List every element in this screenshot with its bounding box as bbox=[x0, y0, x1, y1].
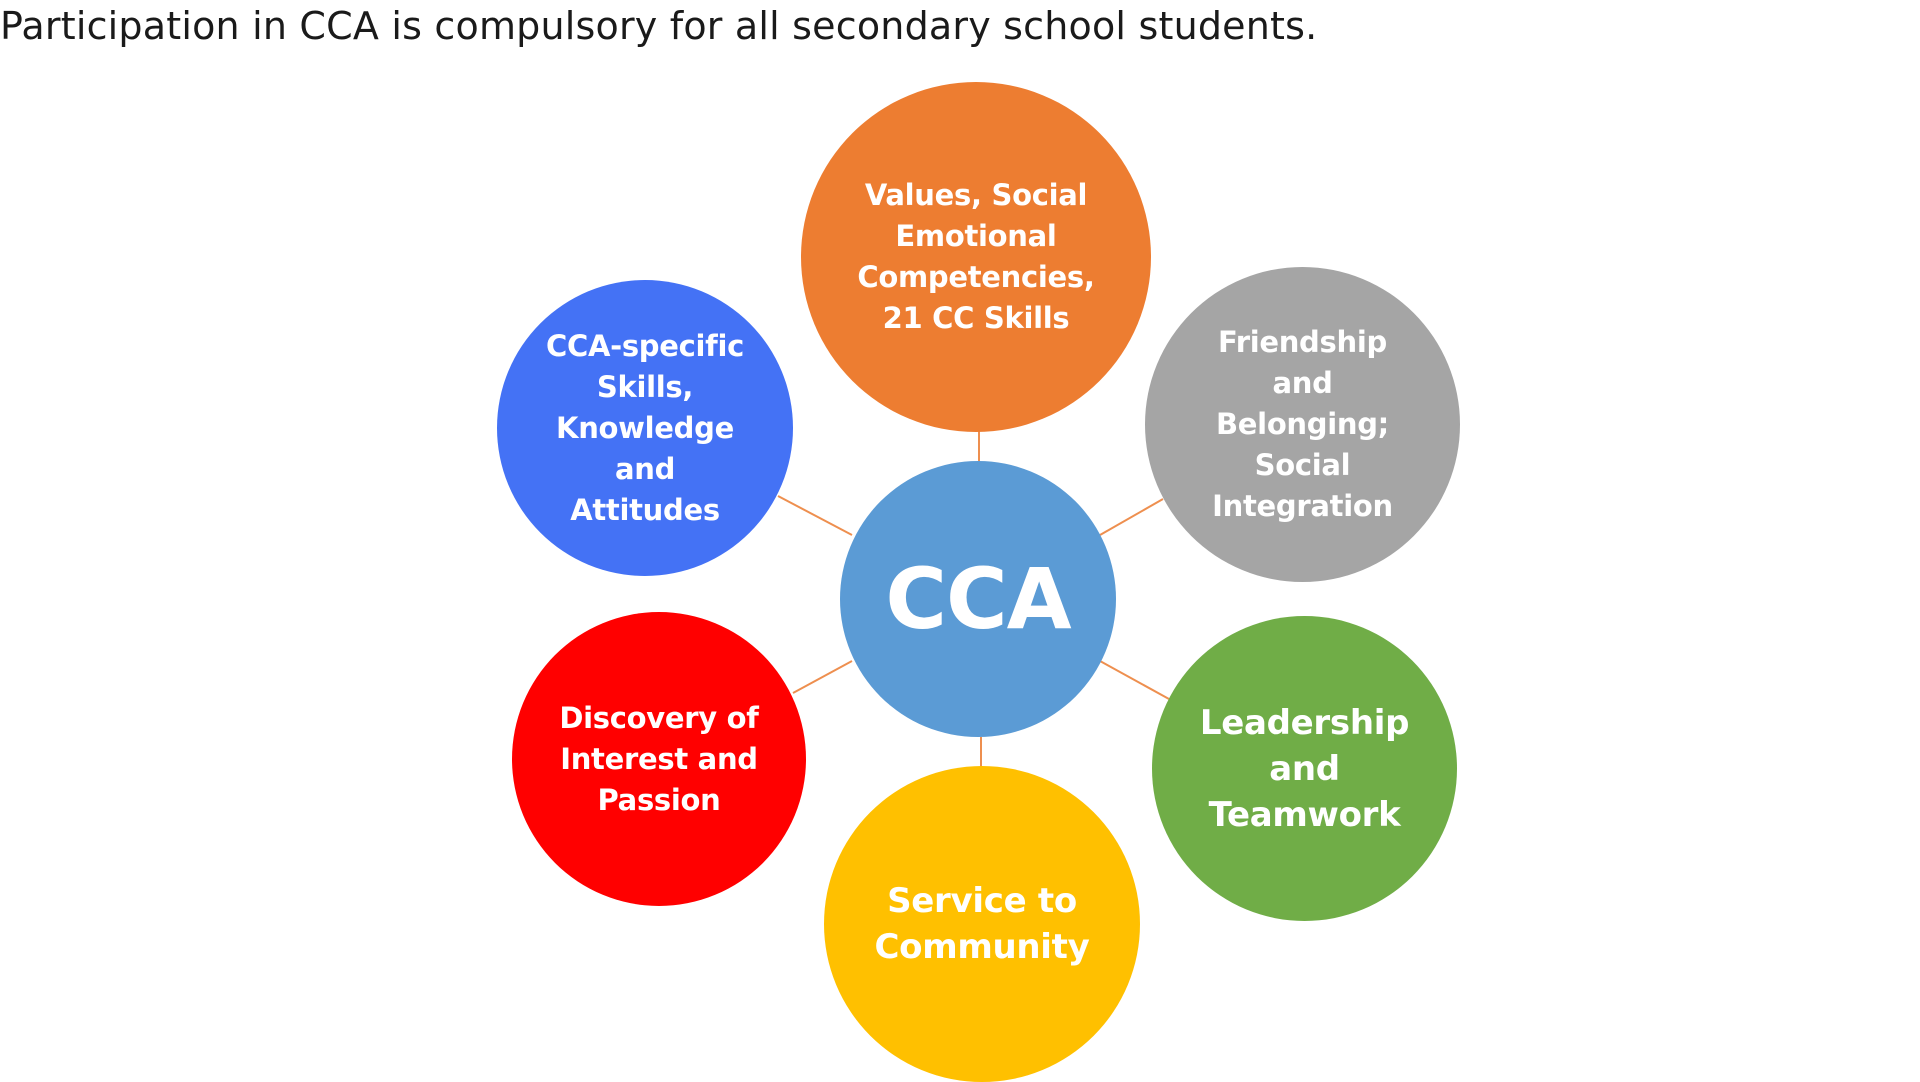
outcome-friendship-label: Friendship and Belonging; Social Integra… bbox=[1212, 325, 1393, 523]
outcome-discovery: Discovery of Interest and Passion bbox=[512, 612, 806, 906]
connector-friendship bbox=[1099, 498, 1164, 536]
outcome-values: Values, Social Emotional Competencies, 2… bbox=[801, 82, 1151, 432]
outcome-friendship: Friendship and Belonging; Social Integra… bbox=[1145, 267, 1460, 582]
hub-cca: CCA bbox=[840, 461, 1116, 737]
connector-discovery bbox=[792, 660, 853, 694]
intro-text: Participation in CCA is compulsory for a… bbox=[0, 4, 1318, 48]
outcome-discovery-label: Discovery of Interest and Passion bbox=[559, 700, 759, 817]
connector-leadership bbox=[1099, 660, 1170, 700]
outcome-skills-label: CCA-specific Skills, Knowledge and Attit… bbox=[545, 328, 744, 527]
hub-label: CCA bbox=[885, 550, 1071, 648]
outcome-skills: CCA-specific Skills, Knowledge and Attit… bbox=[497, 280, 793, 576]
connector-skills bbox=[777, 495, 853, 536]
outcome-service: Service to Community bbox=[824, 766, 1140, 1082]
outcome-values-label: Values, Social Emotional Competencies, 2… bbox=[857, 178, 1095, 335]
outcome-service-label: Service to Community bbox=[874, 881, 1090, 967]
outcome-leadership: Leadership and Teamwork bbox=[1152, 616, 1457, 921]
outcome-leadership-label: Leadership and Teamwork bbox=[1199, 702, 1410, 835]
